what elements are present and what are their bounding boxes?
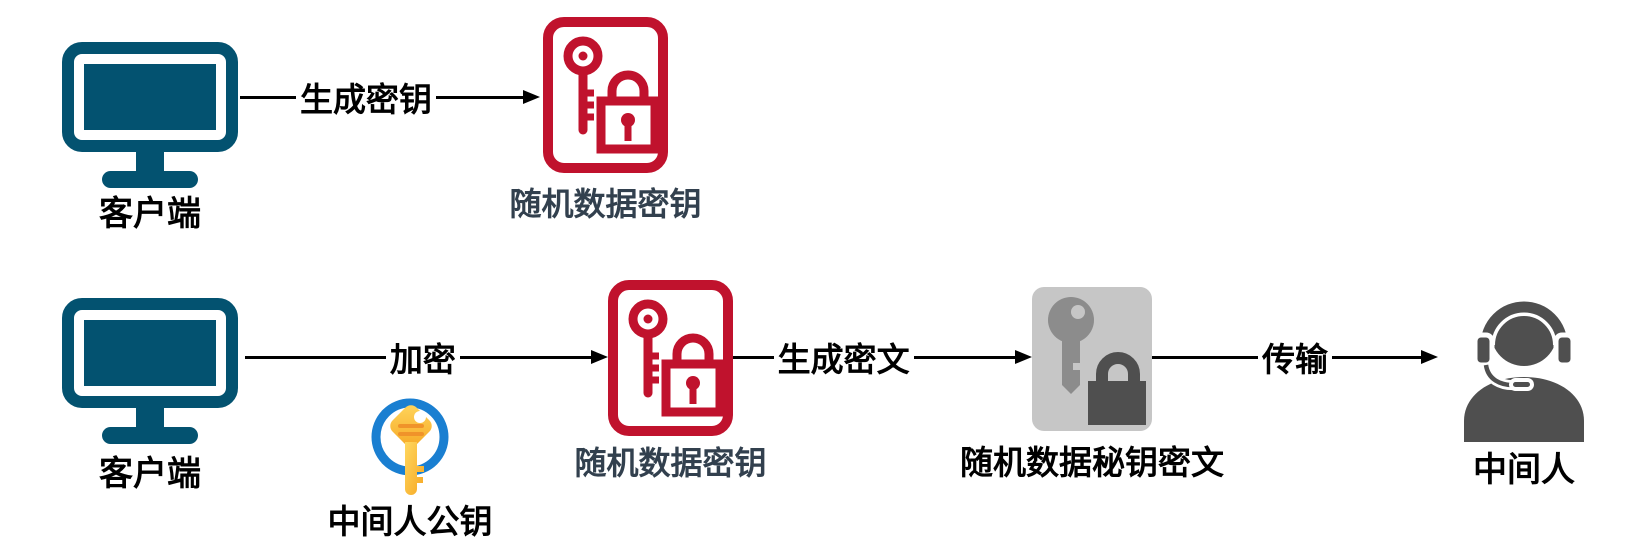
edge-label: 传输 <box>1258 333 1332 381</box>
node-man-in-the-middle: 中间人 <box>1462 285 1586 489</box>
node-label: 中间人公钥 <box>327 503 493 540</box>
node-label: 随机数据密钥 <box>574 445 767 481</box>
edge-generate-key: 生成密钥 <box>240 73 540 121</box>
gold-key-blue-circle-icon <box>371 398 449 495</box>
edge-encrypt: 加密 <box>245 333 608 381</box>
arrowhead-icon <box>1421 350 1438 364</box>
key-lock-gray-icon <box>1032 287 1152 431</box>
monitor-icon <box>62 298 238 444</box>
key-lock-red-card-icon <box>543 17 668 173</box>
node-random-data-key-top: 随机数据密钥 <box>510 17 702 222</box>
node-label: 客户端 <box>99 455 201 493</box>
arrowhead-icon <box>591 350 608 364</box>
edge-generate-ciphertext: 生成密文 <box>733 333 1032 381</box>
node-random-data-key-ciphertext: 随机数据秘钥密文 <box>960 287 1224 481</box>
edge-label: 加密 <box>385 333 460 381</box>
edge-transmit: 传输 <box>1152 333 1438 381</box>
node-client-top: 客户端 <box>62 42 238 233</box>
node-label: 随机数据密钥 <box>509 186 702 222</box>
person-headset-icon <box>1464 298 1584 442</box>
monitor-icon <box>62 42 238 188</box>
edge-label: 生成密钥 <box>296 73 436 121</box>
node-client-bottom: 客户端 <box>62 298 238 493</box>
node-label: 随机数据秘钥密文 <box>960 444 1224 481</box>
edge-label: 生成密文 <box>773 333 914 381</box>
node-mitm-public-key: 中间人公钥 <box>328 396 493 540</box>
arrowhead-icon <box>1015 350 1032 364</box>
key-lock-red-card-icon <box>608 280 733 436</box>
arrowhead-icon <box>523 90 540 104</box>
node-random-data-key-bottom: 随机数据密钥 <box>575 280 767 481</box>
node-label: 中间人 <box>1473 451 1575 489</box>
node-label: 客户端 <box>99 195 201 233</box>
